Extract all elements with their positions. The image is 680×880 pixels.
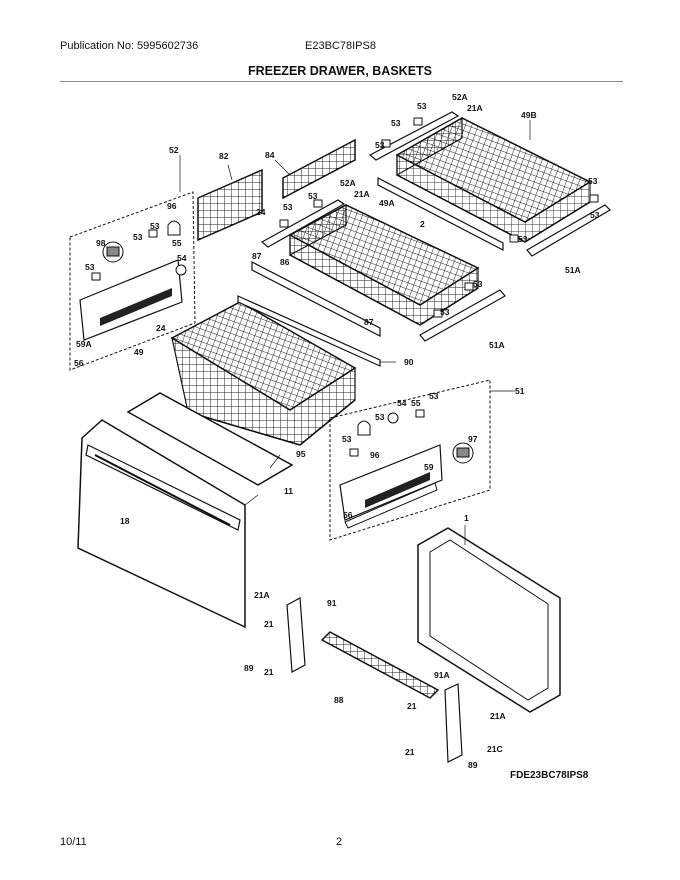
slide-bracket-89-right	[444, 683, 463, 763]
label-49a: 49A	[379, 198, 395, 208]
label-53: 53	[308, 191, 318, 201]
label-21a: 21A	[467, 103, 483, 113]
slide-bracket-89-left	[286, 597, 306, 673]
label-24: 24	[256, 207, 266, 217]
divider-82	[197, 168, 263, 242]
bracket-assembly-52	[69, 191, 196, 371]
label-55: 55	[411, 398, 421, 408]
label-53: 53	[133, 232, 143, 242]
rail-52a-middle	[260, 199, 346, 248]
label-53: 53	[518, 234, 528, 244]
label-1: 1	[464, 513, 469, 523]
label-89: 89	[244, 663, 254, 673]
diagram-title: FREEZER DRAWER, BASKETS	[247, 64, 433, 78]
label-21a: 21A	[354, 189, 370, 199]
rail-51a-middle	[419, 282, 506, 342]
gasket-frame-1	[417, 527, 561, 713]
label-53: 53	[375, 140, 385, 150]
label-59a: 59A	[76, 339, 92, 349]
label-56: 56	[74, 358, 84, 368]
page-number: 2	[336, 836, 343, 848]
label-52: 52	[169, 145, 179, 155]
label-21: 21	[264, 619, 274, 629]
label-49: 49	[134, 347, 144, 357]
label-51a: 51A	[489, 340, 505, 350]
publication-number: Publication No: 5995602736	[60, 40, 199, 52]
label-91: 91	[327, 598, 337, 608]
drawer-front-11	[77, 419, 246, 629]
label-24: 24	[156, 323, 166, 333]
rail-51a-upper	[509, 194, 611, 257]
upper-basket-49b	[395, 116, 592, 243]
rail-90	[237, 295, 381, 367]
bracket-assembly-51	[329, 379, 491, 541]
label-96: 96	[370, 450, 380, 460]
label-84: 84	[265, 150, 275, 160]
tray-95	[126, 392, 294, 486]
label-97: 97	[468, 434, 478, 444]
label-53: 53	[429, 391, 439, 401]
label-53: 53	[342, 434, 352, 444]
label-90: 90	[404, 357, 414, 367]
label-53: 53	[283, 202, 293, 212]
rail-2	[377, 177, 504, 251]
frame-rail-88	[320, 631, 440, 699]
label-52a: 52A	[452, 92, 468, 102]
label-89: 89	[468, 760, 478, 770]
label-53: 53	[391, 118, 401, 128]
header-rule	[60, 81, 623, 82]
label-53: 53	[588, 176, 598, 186]
label-52a: 52A	[340, 178, 356, 188]
label-55: 55	[172, 238, 182, 248]
label-53: 53	[590, 210, 600, 220]
label-59: 59	[424, 462, 434, 472]
label-54: 54	[177, 253, 187, 263]
part-labels: 52 82 84 96 98 53 53 55 54 53 59A 56 24 …	[74, 92, 600, 781]
divider-84	[282, 138, 356, 200]
label-87: 87	[364, 317, 374, 327]
label-21: 21	[264, 667, 274, 677]
label-53: 53	[85, 262, 95, 272]
label-2: 2	[420, 219, 425, 229]
label-53: 53	[150, 221, 160, 231]
label-91a: 91A	[434, 670, 450, 680]
label-53: 53	[375, 412, 385, 422]
label-82: 82	[219, 151, 229, 161]
label-95: 95	[296, 449, 306, 459]
label-11: 11	[284, 486, 293, 496]
label-53: 53	[473, 279, 483, 289]
label-53: 53	[440, 307, 450, 317]
footer-date: 10/11	[60, 836, 87, 848]
label-18: 18	[120, 516, 130, 526]
label-51: 51	[515, 386, 525, 396]
label-21: 21	[405, 747, 415, 757]
leader-lines	[179, 120, 531, 545]
rail-86	[251, 261, 381, 337]
label-86: 86	[280, 257, 290, 267]
label-21a: 21A	[490, 711, 506, 721]
label-49b: 49B	[521, 110, 537, 120]
label-54: 54	[397, 398, 407, 408]
label-87: 87	[252, 251, 262, 261]
label-53: 53	[417, 101, 427, 111]
label-21a: 21A	[254, 590, 270, 600]
drawing-code: FDE23BC78IPS8	[510, 770, 589, 781]
label-51a: 51A	[565, 265, 581, 275]
model-number: E23BC78IPS8	[305, 40, 376, 52]
label-21c: 21C	[487, 744, 503, 754]
label-96: 96	[167, 201, 177, 211]
rail-52a-upper	[368, 111, 460, 161]
label-98: 98	[96, 238, 106, 248]
label-56: 56	[343, 510, 353, 520]
label-88: 88	[334, 695, 344, 705]
label-21: 21	[407, 701, 417, 711]
